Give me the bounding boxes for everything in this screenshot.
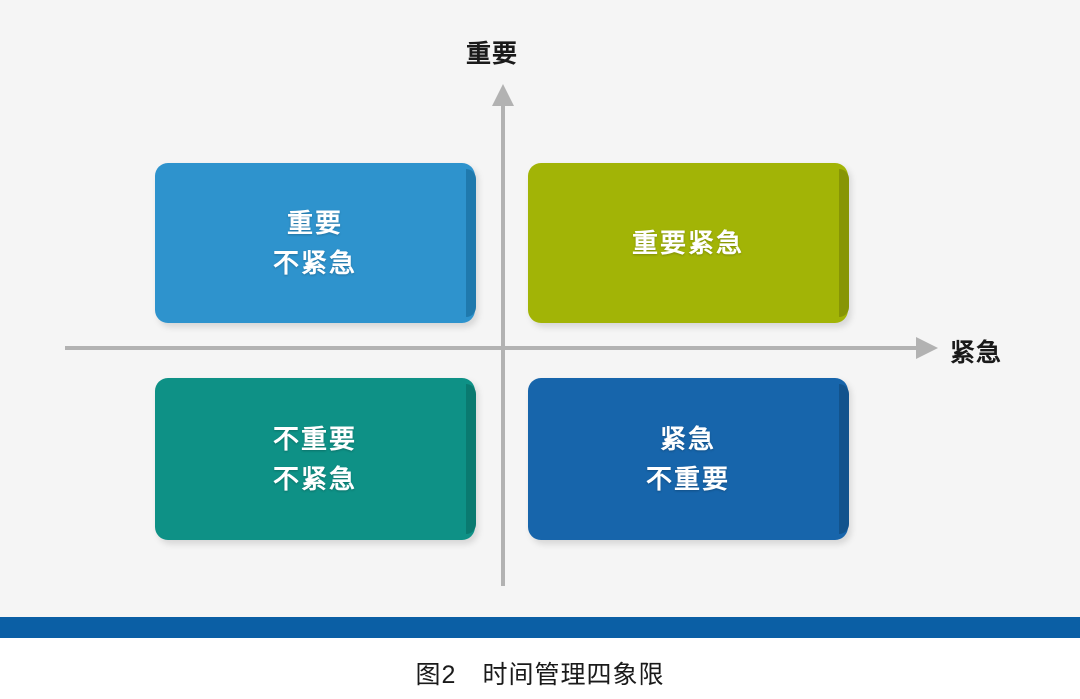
arrow-right-icon [916, 337, 938, 359]
divider-bar [0, 617, 1080, 638]
quadrant-label-line: 不重要 [645, 464, 730, 494]
quadrant-label-line: 不紧急 [272, 464, 357, 494]
y-axis-line [501, 98, 505, 586]
quadrant-label-line: 不紧急 [272, 248, 357, 278]
quadrant-important-urgent[interactable]: 重要紧急 [528, 163, 849, 323]
quadrant-face [528, 163, 848, 323]
diagram-canvas: 重要 紧急 重要 不紧急 重要紧急 不重要 不紧急 [65, 40, 1003, 586]
quadrant-urgent-not-important[interactable]: 紧急 不重要 [528, 378, 849, 540]
quadrant-face [155, 378, 475, 540]
x-axis-label: 紧急 [950, 339, 1003, 367]
quadrant-3d-edge [839, 384, 849, 534]
quadrant-face [155, 163, 475, 323]
quadrant-label-group: 不重要 不紧急 [273, 419, 357, 500]
figure-number: 图2 [415, 661, 457, 689]
quadrant-label-line: 重要 [286, 207, 343, 238]
quadrant-label-group: 重要 不紧急 [273, 203, 357, 284]
x-axis-line [65, 346, 920, 350]
quadrant-label-group: 重要紧急 [632, 223, 744, 263]
quadrant-not-important-not-urgent[interactable]: 不重要 不紧急 [155, 378, 476, 540]
quadrant-label-line: 不重要 [272, 423, 357, 454]
y-axis-label: 重要 [466, 40, 519, 68]
quadrant-label-group: 紧急 不重要 [646, 419, 730, 500]
figure-caption-text: 时间管理四象限 [482, 661, 665, 689]
quadrant-3d-edge [466, 384, 476, 534]
quadrant-face [528, 378, 848, 540]
quadrant-label-line: 紧急 [659, 423, 716, 454]
quadrant-3d-edge [466, 169, 476, 317]
figure-caption: 图2 时间管理四象限 [0, 655, 1080, 691]
arrow-up-icon [492, 84, 514, 106]
quadrant-label-line: 重要紧急 [631, 227, 744, 258]
quadrant-important-not-urgent[interactable]: 重要 不紧急 [155, 163, 476, 323]
quadrant-3d-edge [839, 169, 849, 317]
